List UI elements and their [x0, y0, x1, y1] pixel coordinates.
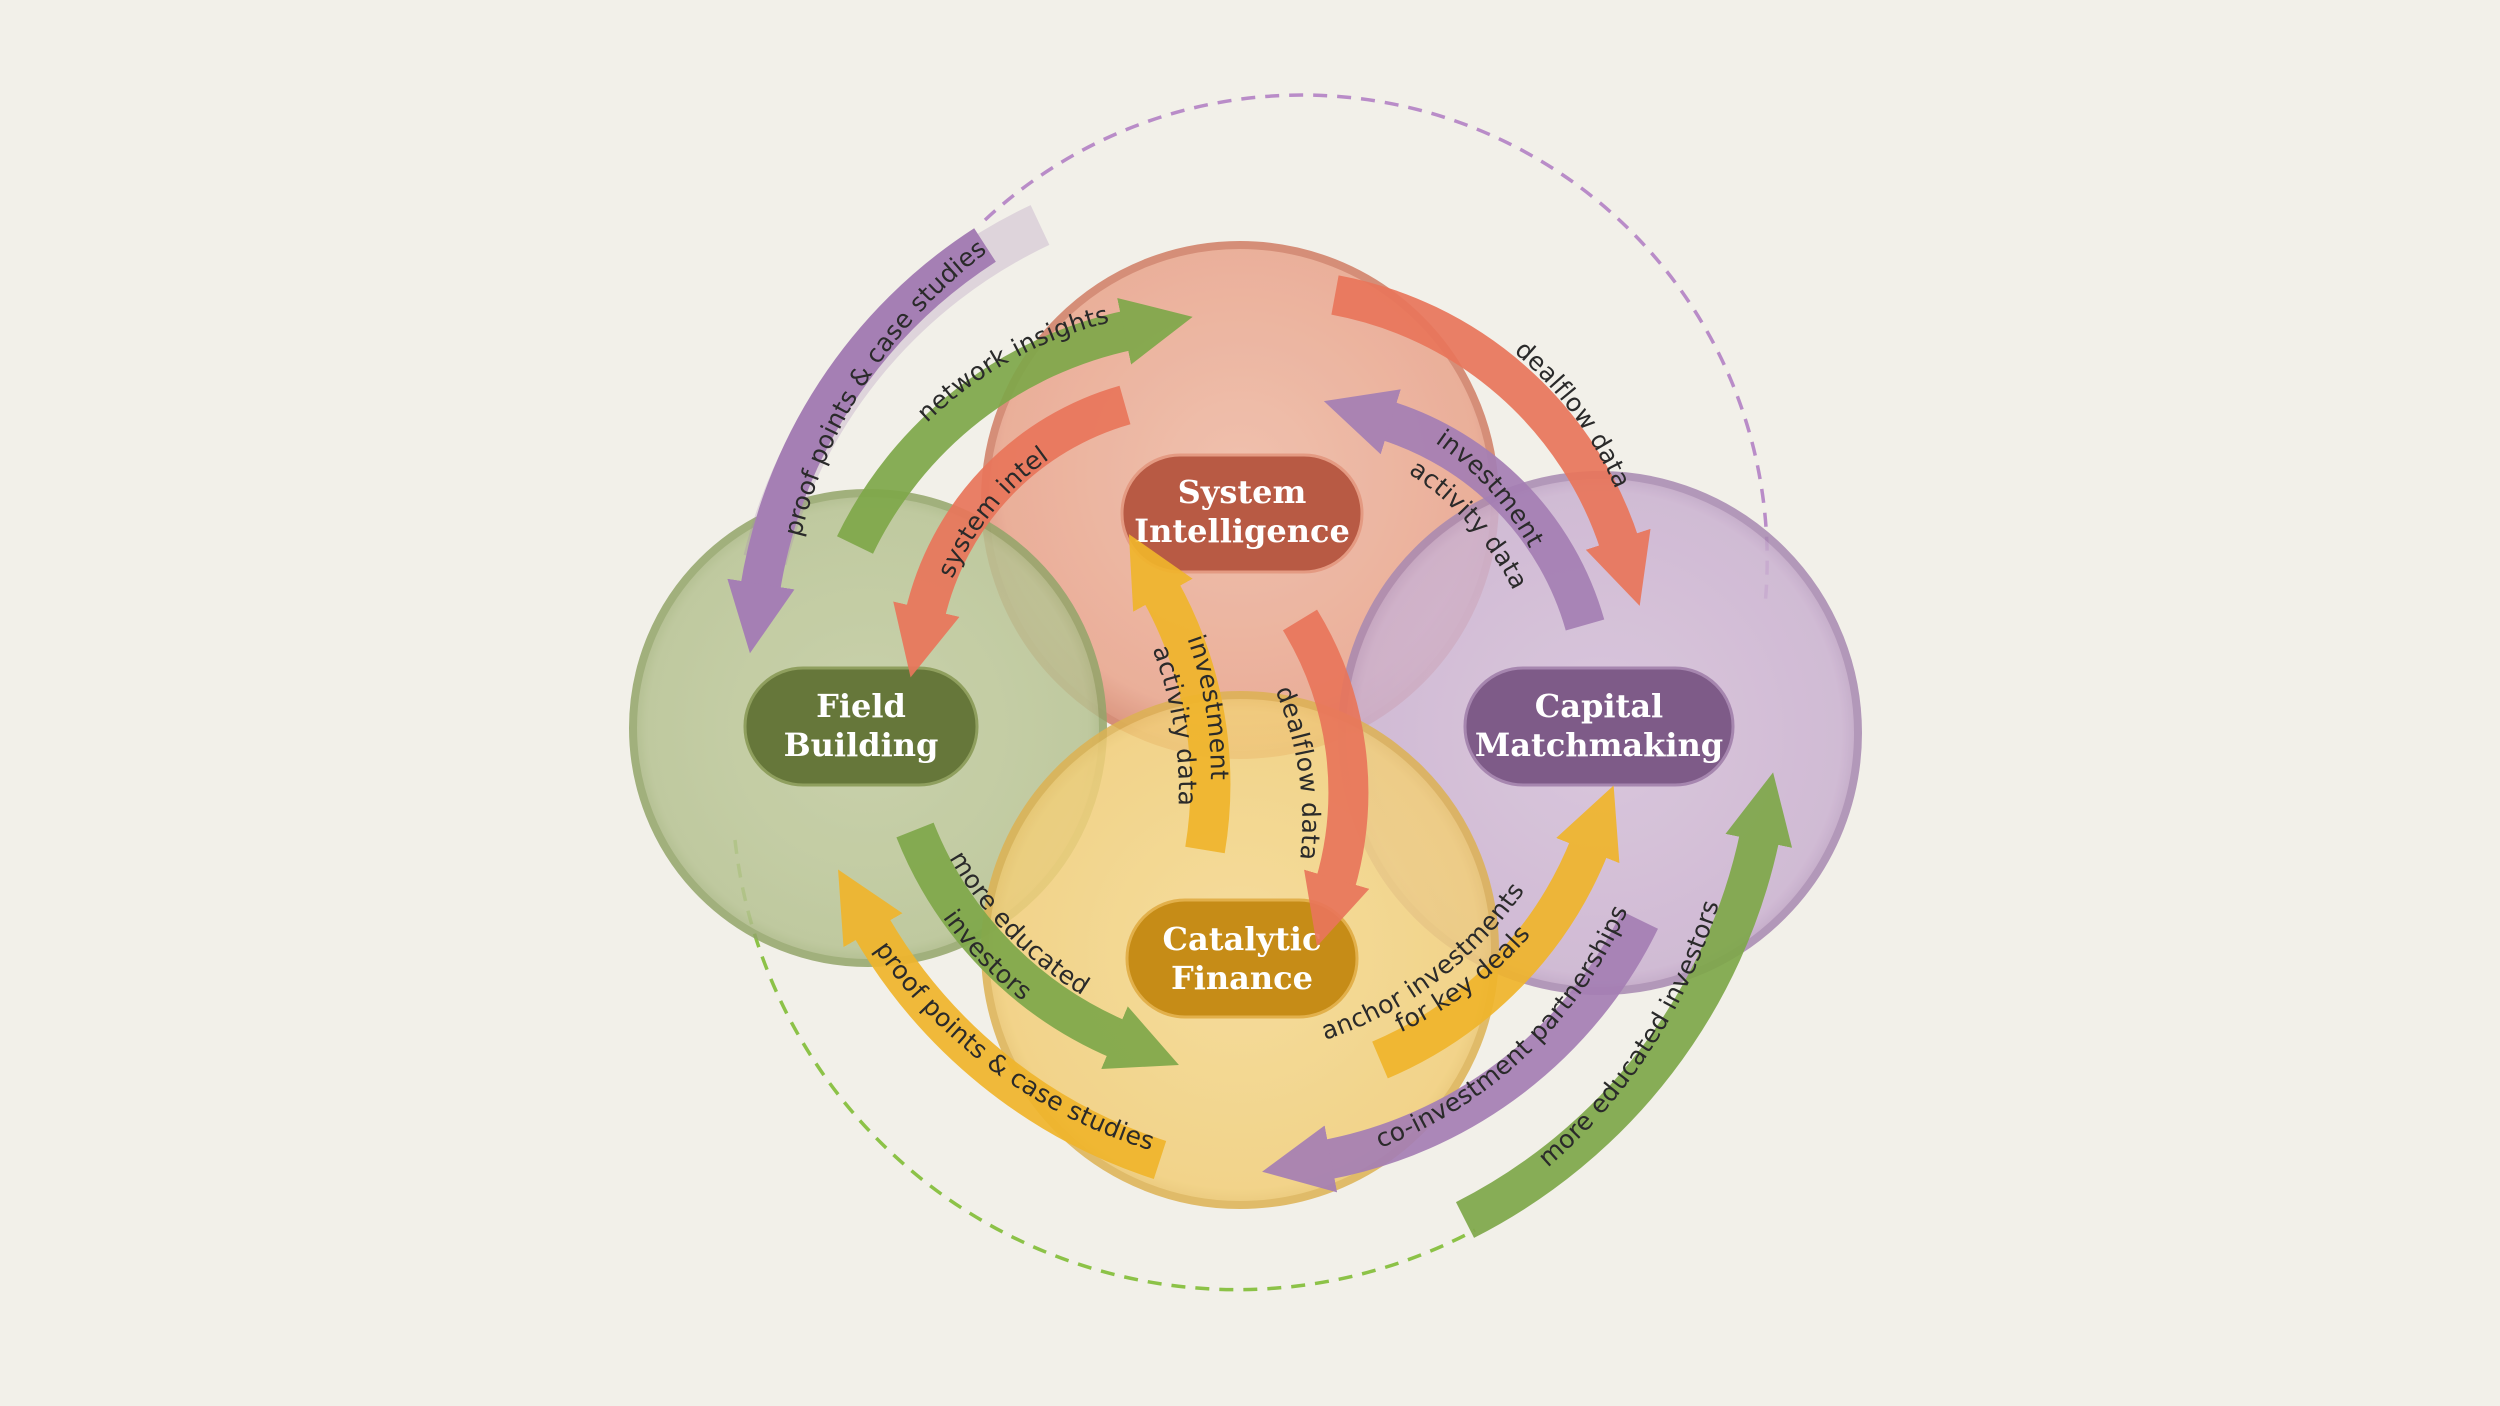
node-system-intelligence-line1: System	[1178, 473, 1307, 511]
node-system-intelligence: System Intelligence	[1120, 453, 1364, 574]
node-capital-matchmaking-line1: Capital	[1535, 687, 1663, 725]
node-field-building-line2: Building	[784, 726, 939, 764]
outer-dashed-arc-purple	[983, 93, 1769, 606]
node-capital-matchmaking: Capital Matchmaking	[1463, 666, 1735, 787]
node-catalytic-finance: Catalytic Finance	[1125, 898, 1359, 1019]
node-catalytic-finance-line1: Catalytic	[1163, 920, 1322, 958]
node-field-building-line1: Field	[816, 687, 906, 725]
node-system-intelligence-line2: Intelligence	[1134, 512, 1350, 550]
outer-dashed-arc-green	[733, 839, 1476, 1292]
node-capital-matchmaking-line2: Matchmaking	[1475, 726, 1723, 764]
node-catalytic-finance-line2: Finance	[1171, 959, 1313, 997]
node-field-building: Field Building	[743, 666, 979, 787]
